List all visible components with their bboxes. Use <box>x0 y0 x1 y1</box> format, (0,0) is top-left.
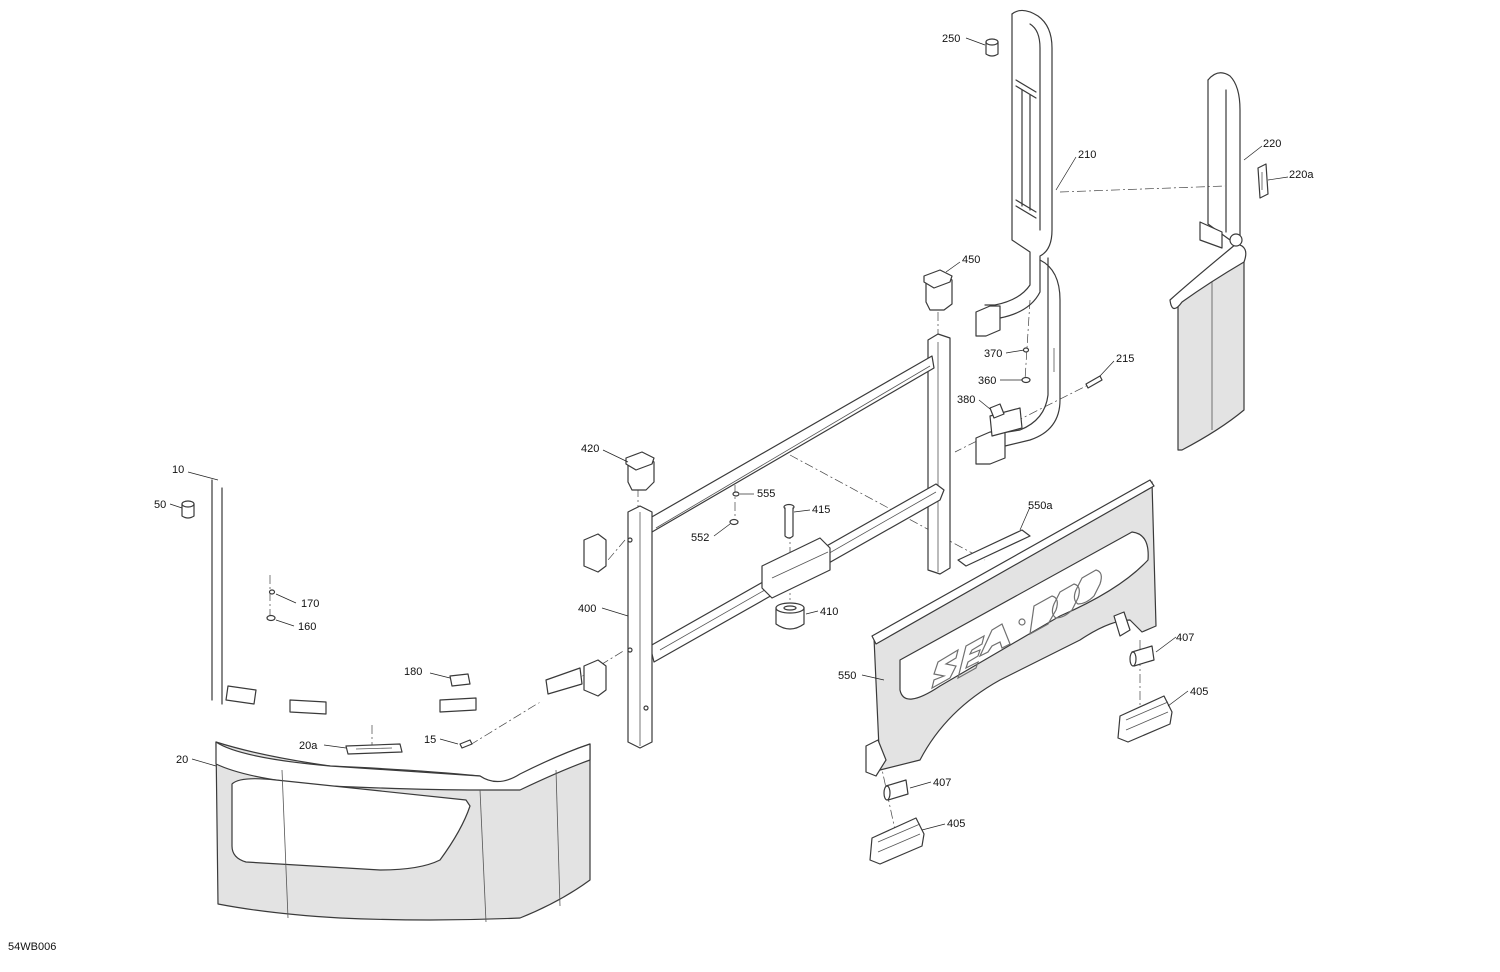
callout-450: 450 <box>962 254 980 266</box>
part-220-side-shield <box>1169 72 1247 451</box>
part-250-cap <box>985 38 999 57</box>
callout-360: 360 <box>978 375 996 387</box>
part-170-screw <box>268 589 276 595</box>
part-15-screw <box>459 739 473 749</box>
assembly-axes <box>269 185 1226 831</box>
leader-lines <box>169 37 1289 831</box>
callout-160: 160 <box>298 621 316 633</box>
part-20a-plate <box>345 743 403 755</box>
part-220a-clip <box>1257 163 1269 199</box>
callout-405-lower: 405 <box>947 818 965 830</box>
part-20-front-shield <box>215 741 591 923</box>
part-415-bolt <box>783 503 795 539</box>
part-210-rear-tube <box>975 9 1061 465</box>
callout-400: 400 <box>578 603 596 615</box>
part-552-washer <box>729 518 739 526</box>
callout-550: 550 <box>838 670 856 682</box>
callout-215: 215 <box>1116 353 1134 365</box>
callout-405-upper: 405 <box>1190 686 1208 698</box>
part-400-main-frame <box>627 333 951 749</box>
callout-20: 20 <box>176 754 188 766</box>
part-550-rear-panel <box>865 479 1157 777</box>
part-407-sleeve-upper <box>1129 645 1155 667</box>
callout-220: 220 <box>1263 138 1281 150</box>
callout-labels: 250 210 220 220a 450 370 360 215 380 420… <box>154 33 1314 830</box>
part-215-screw <box>1085 375 1103 389</box>
callout-380: 380 <box>957 394 975 406</box>
part-410-bushing <box>775 602 805 630</box>
callout-370: 370 <box>984 348 1002 360</box>
callout-170: 170 <box>301 598 319 610</box>
callout-555: 555 <box>757 488 775 500</box>
part-450-top-cap <box>923 269 953 311</box>
callout-50: 50 <box>154 499 166 511</box>
callout-15: 15 <box>424 734 436 746</box>
callout-407-upper: 407 <box>1176 632 1194 644</box>
part-555-screw <box>732 491 740 497</box>
drawing-code: 54WB006 <box>8 941 56 953</box>
part-160-washer <box>266 614 276 622</box>
part-380-spacer <box>989 403 1005 419</box>
callout-250: 250 <box>942 33 960 45</box>
part-550a-trim <box>957 529 1031 567</box>
part-180-pad <box>449 673 471 687</box>
callout-415: 415 <box>812 504 830 516</box>
callout-552: 552 <box>691 532 709 544</box>
sea-doo-logo-artwork <box>931 569 1102 690</box>
callout-210: 210 <box>1078 149 1096 161</box>
callout-220a: 220a <box>1289 169 1314 181</box>
callout-410: 410 <box>820 606 838 618</box>
callout-20a: 20a <box>299 740 318 752</box>
callout-407-lower: 407 <box>933 777 951 789</box>
part-370-screw <box>1022 347 1030 353</box>
part-405-clamp-lower <box>869 817 925 865</box>
part-405-clamp-upper <box>1117 695 1173 743</box>
callout-550a: 550a <box>1028 500 1053 512</box>
callout-420: 420 <box>581 443 599 455</box>
part-10-front-bumper <box>210 474 607 724</box>
part-360-washer <box>1021 376 1031 384</box>
part-407-sleeve-lower <box>883 779 909 801</box>
callout-180: 180 <box>404 666 422 678</box>
part-50-cap <box>181 500 195 519</box>
part-420-top-cap <box>625 451 655 491</box>
callout-10: 10 <box>172 464 184 476</box>
